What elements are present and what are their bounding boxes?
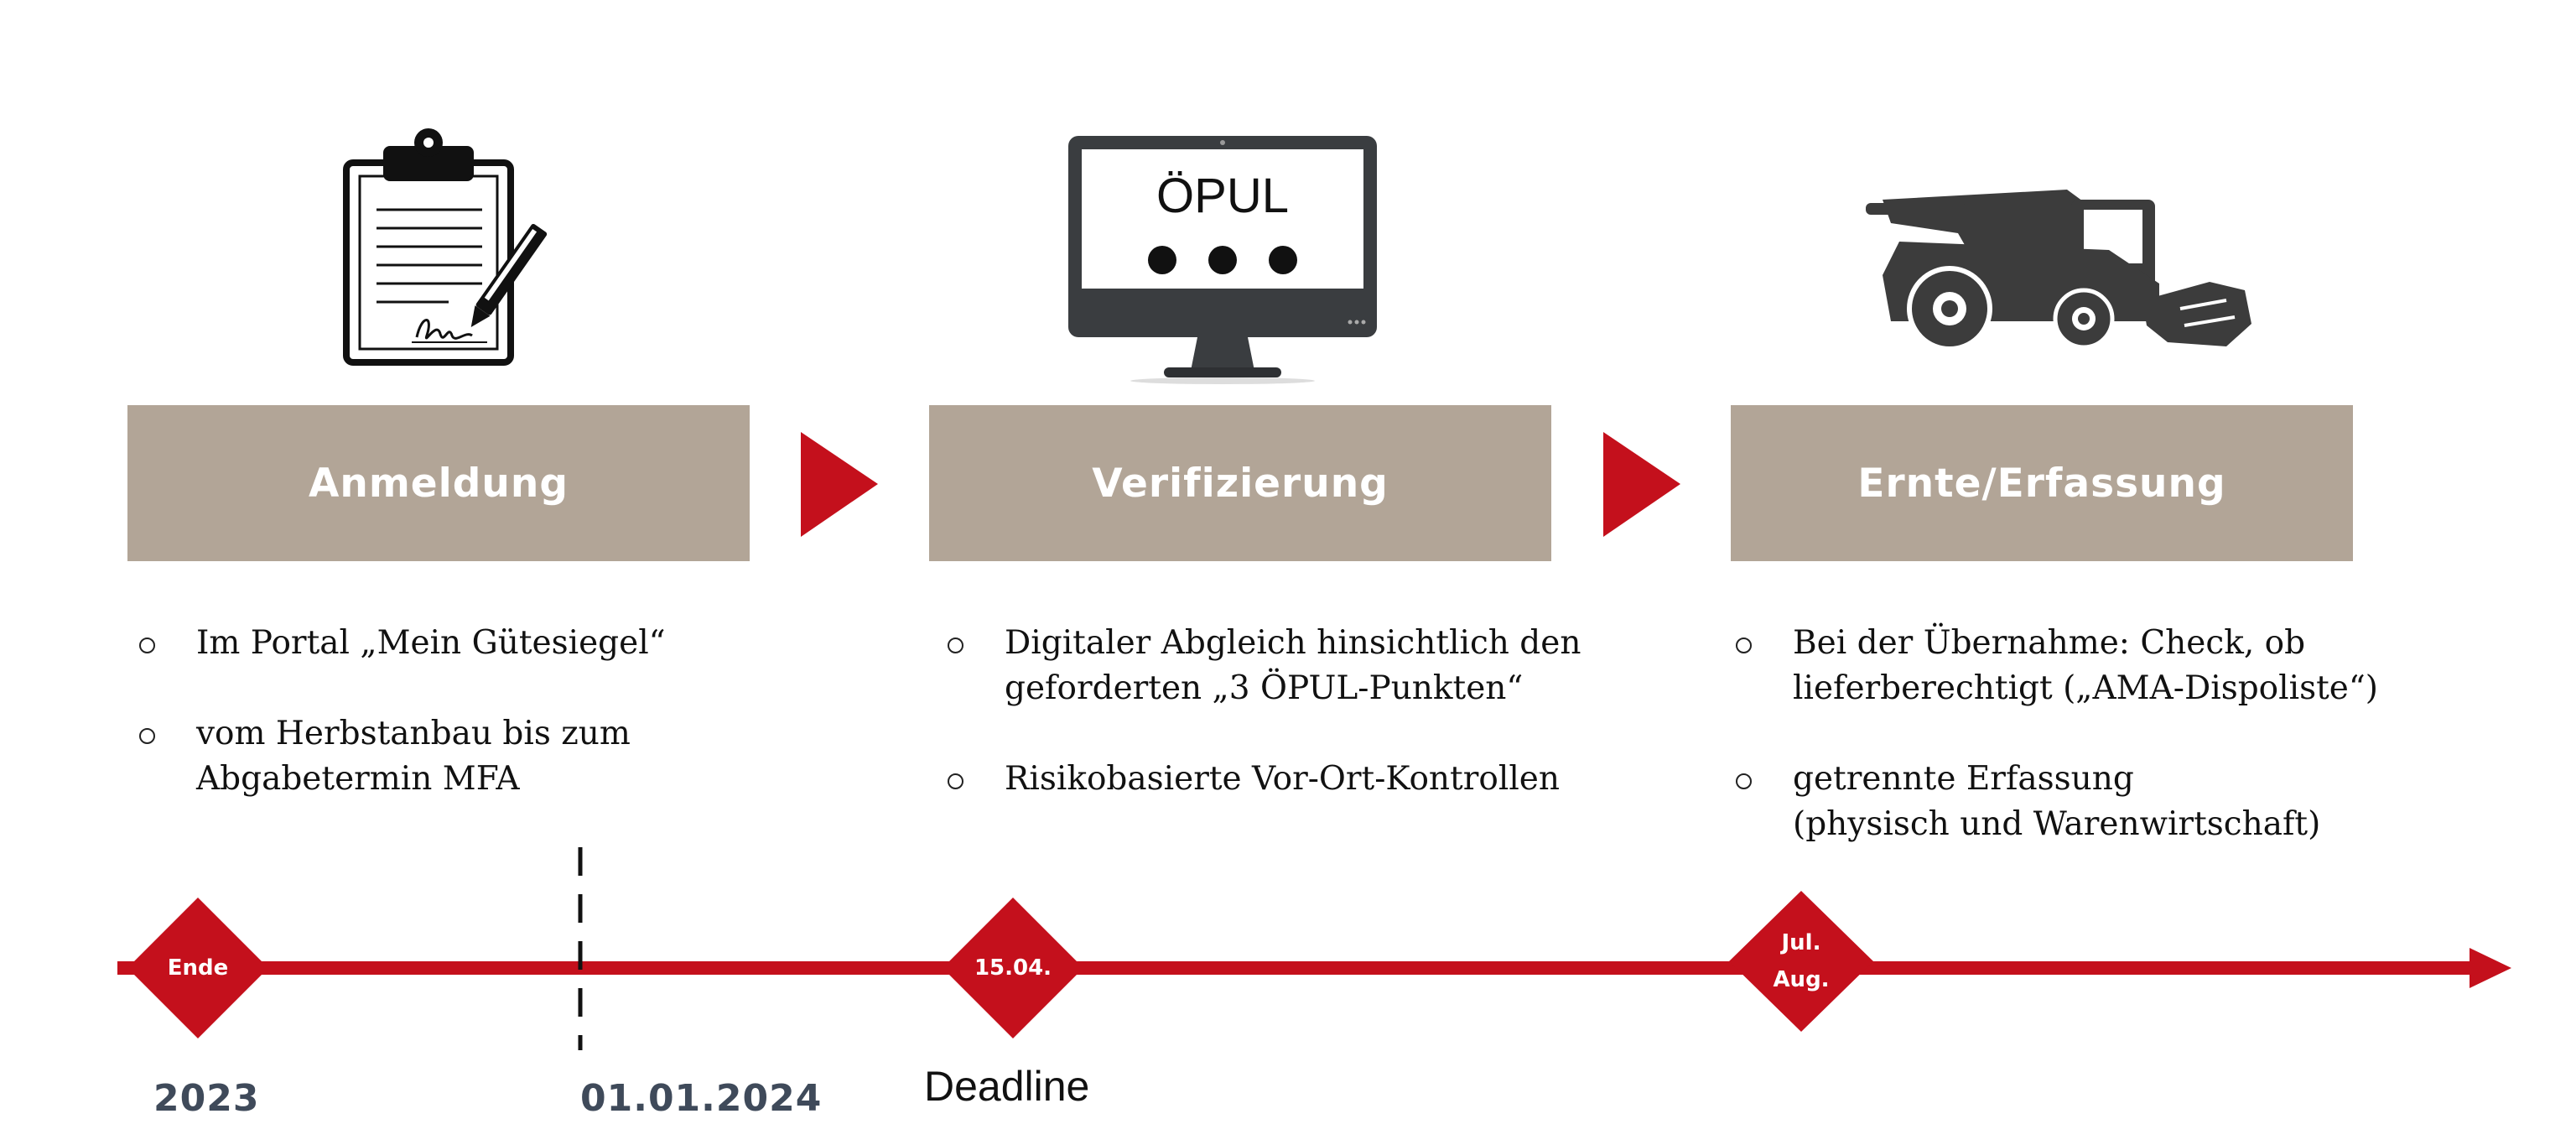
list-item: Digitaler Abgleich hinsichtlich den gefo… <box>943 621 1697 711</box>
stage-box-ernte: Ernte/Erfassung <box>1731 405 2353 561</box>
bullet-list-ernte: Bei der Übernahme: Check, ob lieferberec… <box>1731 621 2536 893</box>
arrow-right-icon <box>801 432 878 537</box>
stage-label: Verifizierung <box>1092 460 1389 507</box>
list-item: vom Herbstanbau bis zum Abgabetermin MFA <box>134 711 771 802</box>
bullet-list-verifizierung: Digitaler Abgleich hinsichtlich den gefo… <box>943 621 1697 847</box>
stage-box-anmeldung: Anmeldung <box>127 405 750 561</box>
combine-harvester-icon <box>1866 190 2251 351</box>
monitor-screen-text: ÖPUL <box>1156 169 1289 223</box>
date-label-2023: 2023 <box>153 1077 260 1120</box>
deadline-label: Deadline <box>924 1063 1090 1110</box>
marker-label-deadline: 15.04. <box>974 955 1052 981</box>
list-item: Bei der Übernahme: Check, ob lieferberec… <box>1731 621 2536 711</box>
stage-label: Ernte/Erfassung <box>1857 460 2226 507</box>
list-item: getrennte Erfassung (physisch und Warenw… <box>1731 757 2536 847</box>
marker-label-harvest: Jul. Aug. <box>1773 930 1830 992</box>
diamond-marker-harvest <box>1729 891 1873 1032</box>
monitor-icon <box>1068 136 1377 384</box>
stage-label: Anmeldung <box>308 460 569 507</box>
timeline-arrowhead <box>2470 948 2511 988</box>
stage-box-verifizierung: Verifizierung <box>929 405 1551 561</box>
date-label-2024: 01.01.2024 <box>580 1077 823 1120</box>
bullet-list-anmeldung: Im Portal „Mein Gütesiegel“ vom Herbstan… <box>134 621 771 847</box>
list-item: Im Portal „Mein Gütesiegel“ <box>134 621 771 666</box>
clipboard-signature-icon <box>343 128 548 366</box>
marker-label-ende: Ende <box>167 955 229 981</box>
diamond-marker-deadline <box>943 898 1083 1038</box>
list-item: Risikobasierte Vor-Ort-Kontrollen <box>943 757 1697 802</box>
arrow-right-icon <box>1603 432 1680 537</box>
timeline <box>117 847 2511 1050</box>
diamond-marker-ende <box>127 898 268 1038</box>
